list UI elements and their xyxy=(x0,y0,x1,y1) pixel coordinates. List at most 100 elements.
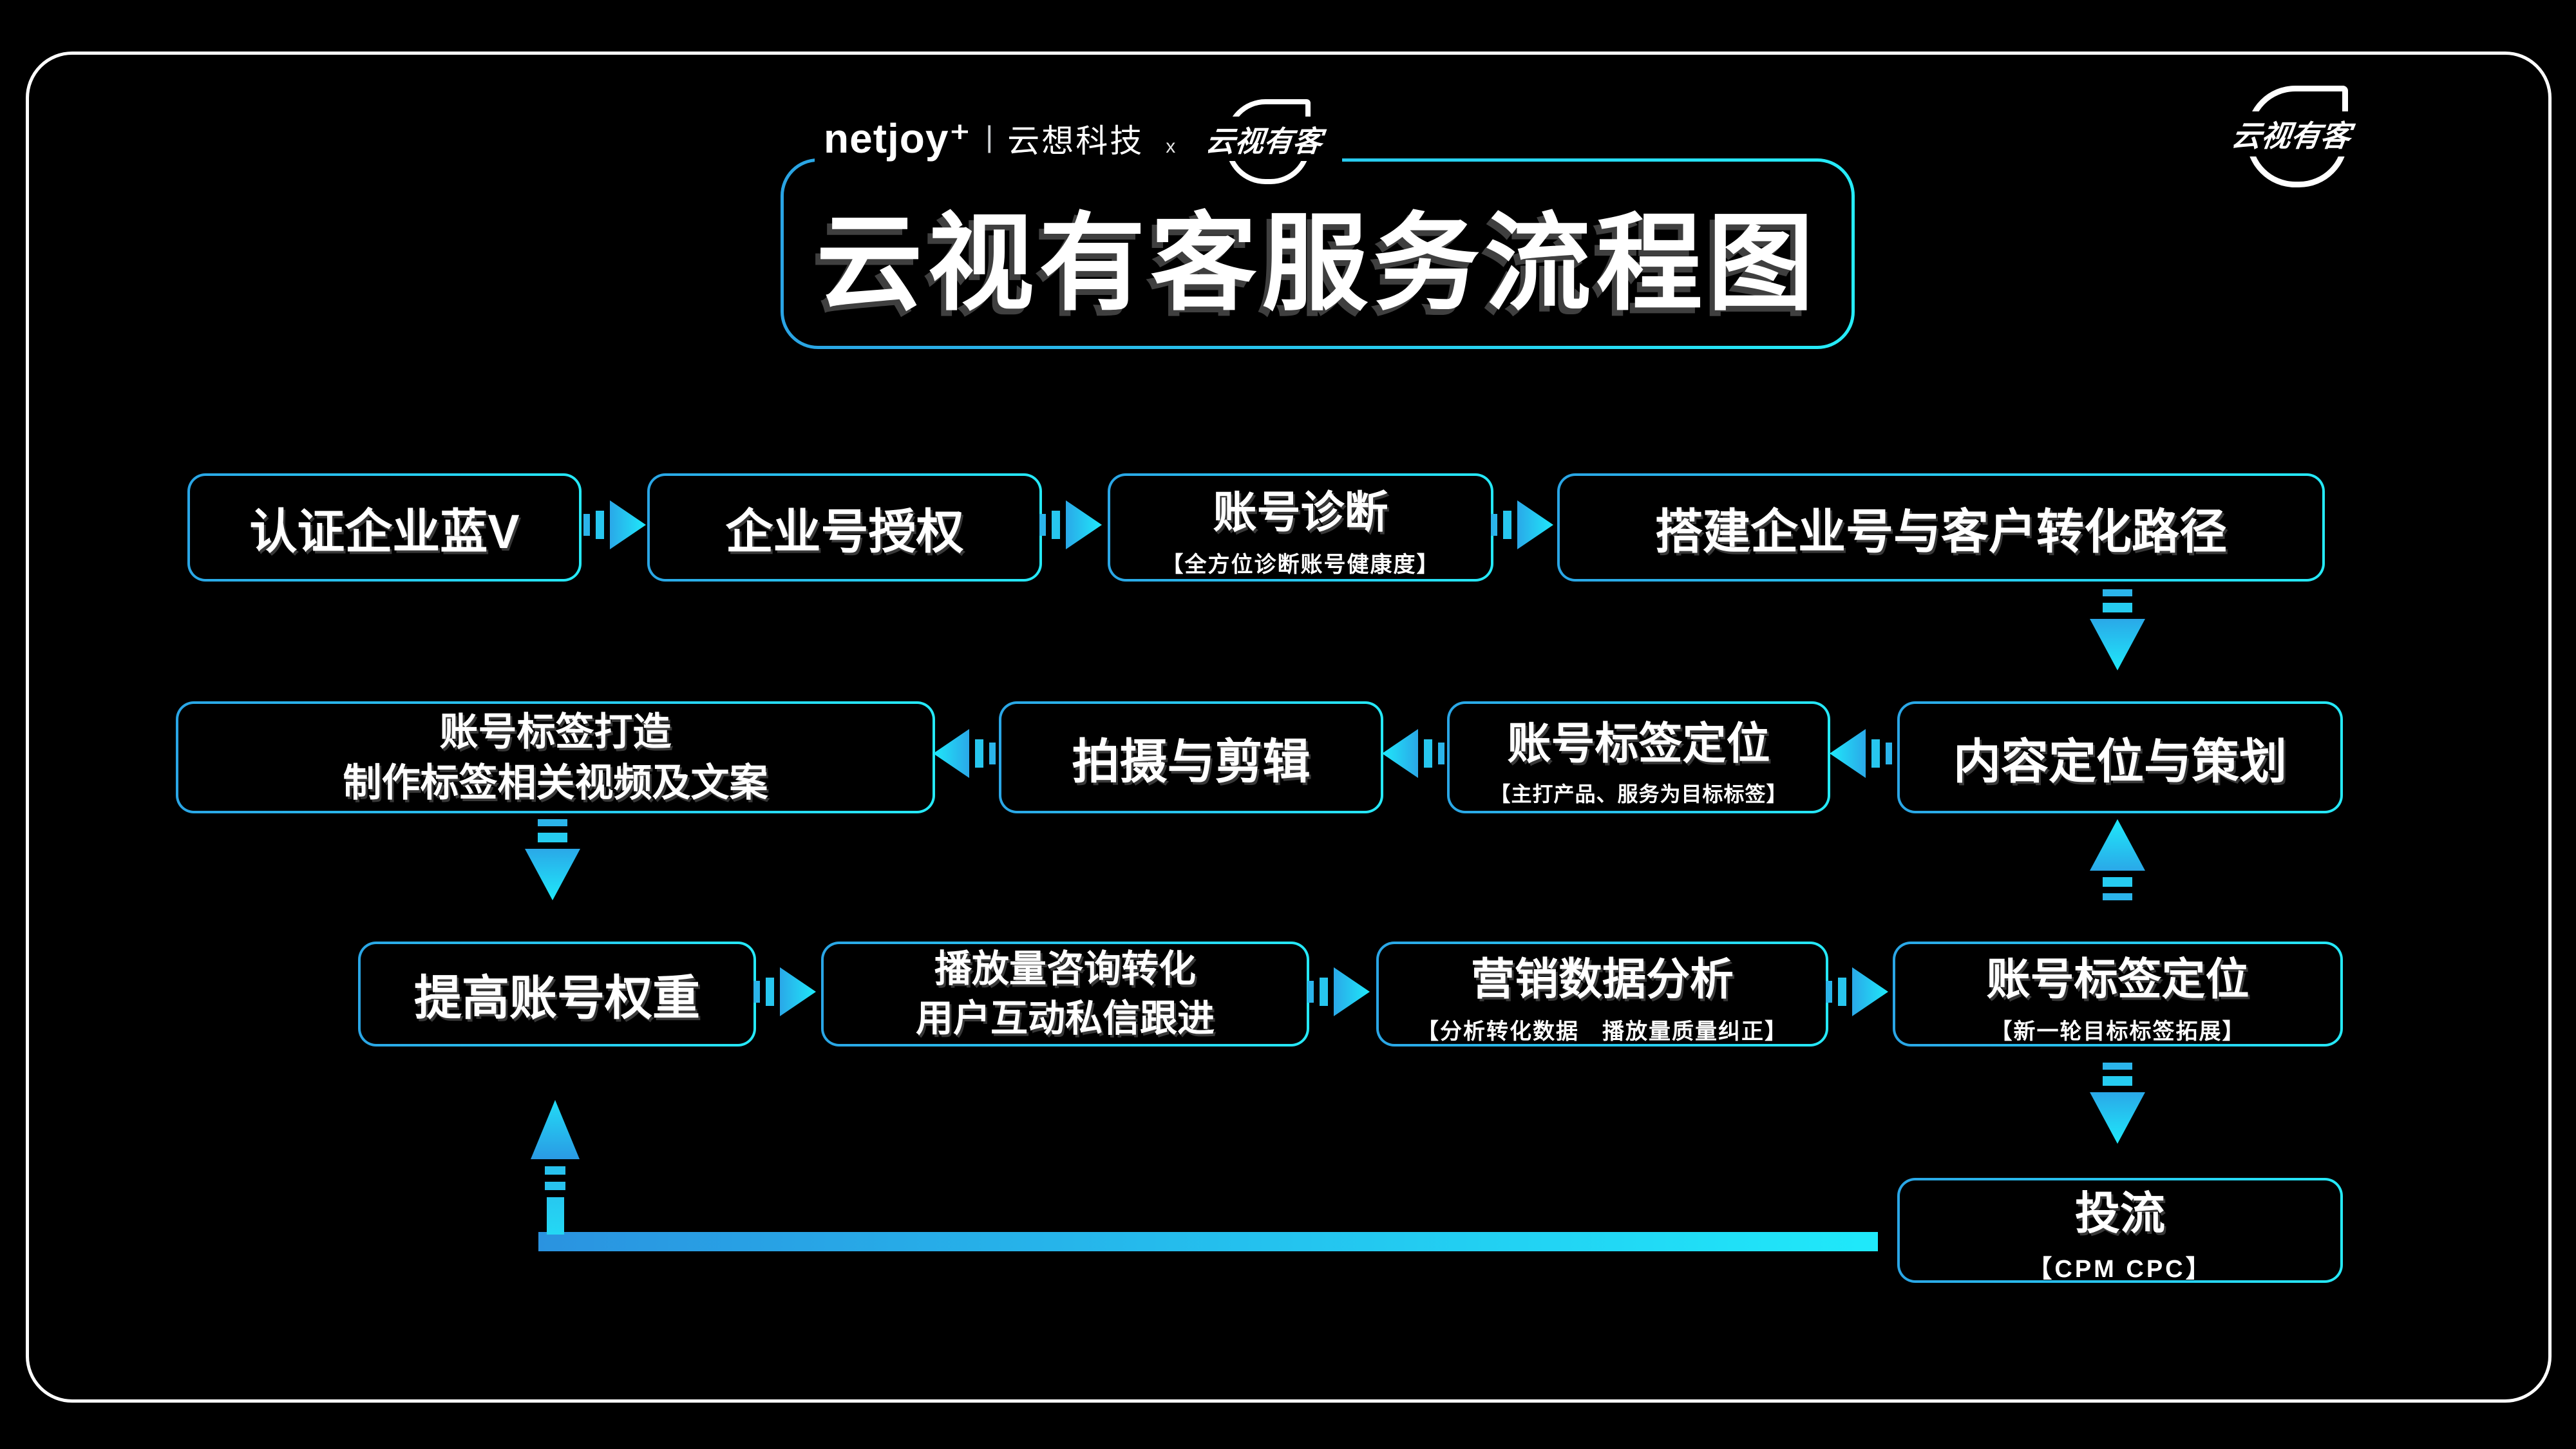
node-subtitle: 【全方位诊断账号健康度】 xyxy=(1161,553,1440,577)
arrow-head xyxy=(525,849,580,900)
corner-logo: 云视有客 xyxy=(2221,80,2362,187)
page-title: 云视有客服务流程图 xyxy=(816,204,1819,323)
feedback-arrow-up-icon xyxy=(531,1100,580,1235)
brand-divider: | xyxy=(985,120,994,153)
arrow-bar xyxy=(1424,739,1432,768)
arrow-bar xyxy=(1491,514,1497,536)
node-label: 拍摄与剪辑 xyxy=(1072,734,1311,788)
brand-lockup: netjoy⁺ | 云想科技 x 云视有客 xyxy=(815,97,1343,184)
node-label: 账号标签定位 xyxy=(1507,719,1770,768)
collab-x-mark: x xyxy=(1166,136,1176,157)
arrow-right-icon xyxy=(1491,500,1553,549)
node-label: 认证企业蓝V xyxy=(249,504,520,558)
arrow-bar xyxy=(1826,981,1832,1003)
arrow-bar xyxy=(1307,981,1314,1003)
node-build-conversion-path: 搭建企业号与客户转化路径 xyxy=(1557,473,2325,582)
arrow-bar xyxy=(1503,511,1511,539)
arrow-left-icon xyxy=(1382,729,1444,778)
arrow-bar xyxy=(2103,603,2132,612)
node-label: 内容定位与策划 xyxy=(1953,734,2287,788)
node-label: 账号标签打造 xyxy=(439,710,672,753)
arrow-bar xyxy=(1438,743,1444,764)
arrow-bar xyxy=(583,514,590,536)
node-label-line2: 制作标签相关视频及文案 xyxy=(343,761,768,804)
node-label: 营销数据分析 xyxy=(1470,954,1734,1004)
arrow-head xyxy=(610,500,646,549)
arrow-bar xyxy=(596,511,604,539)
arrow-down-icon xyxy=(525,819,580,900)
arrow-bar xyxy=(1039,514,1046,536)
node-playcount-conversion: 播放量咨询转化 用户互动私信跟进 xyxy=(821,942,1309,1046)
arrow-head xyxy=(2090,1092,2145,1144)
arrow-left-icon xyxy=(1830,729,1892,778)
node-label: 搭建企业号与客户转化路径 xyxy=(1655,504,2227,558)
node-paid-traffic: 投流 【CPM CPC】 xyxy=(1897,1178,2343,1283)
arrow-right-icon xyxy=(1826,967,1888,1016)
arrow-head xyxy=(2090,819,2145,871)
arrow-bar xyxy=(1871,739,1880,768)
arrow-head xyxy=(933,729,969,778)
arrow-head xyxy=(2090,619,2145,670)
arrow-right-icon xyxy=(1039,500,1102,549)
arrow-bar xyxy=(2103,589,2132,596)
node-raise-account-weight: 提高账号权重 xyxy=(358,942,756,1046)
arrow-bar xyxy=(2103,893,2132,900)
arrow-bar xyxy=(2103,1063,2132,1070)
arrow-up-icon xyxy=(2090,819,2145,900)
outer-frame xyxy=(26,52,2552,1403)
feedback-loop-line xyxy=(538,1232,1878,1251)
arrow-bar xyxy=(753,981,760,1003)
arrow-bar xyxy=(538,833,567,842)
arrow-right-icon xyxy=(583,500,646,549)
arrow-bar xyxy=(1320,978,1328,1006)
node-marketing-data-analysis: 营销数据分析 【分析转化数据 播放量质量纠正】 xyxy=(1376,942,1828,1046)
node-subtitle: 【CPM CPC】 xyxy=(2027,1255,2213,1283)
node-subtitle: 【分析转化数据 播放量质量纠正】 xyxy=(1417,1019,1788,1044)
node-tag-building: 账号标签打造 制作标签相关视频及文案 xyxy=(176,701,935,813)
arrow-bar xyxy=(538,819,567,826)
arrow-bar xyxy=(1886,743,1892,764)
node-tag-positioning: 账号标签定位 【主打产品、服务为目标标签】 xyxy=(1447,701,1830,813)
node-label: 提高账号权重 xyxy=(414,971,700,1025)
arrow-head xyxy=(780,967,816,1016)
arrow-bar xyxy=(1052,511,1060,539)
company-name: 云想科技 xyxy=(1007,123,1144,159)
arrow-left-icon xyxy=(933,729,996,778)
node-label-line2: 用户互动私信跟进 xyxy=(915,997,1215,1039)
netjoy-logo: netjoy⁺ xyxy=(824,115,972,162)
arrow-head xyxy=(1066,500,1102,549)
arrow-down-icon xyxy=(2090,589,2145,670)
arrow-bar xyxy=(1838,978,1846,1006)
corner-logo-label: 云视有客 xyxy=(2225,111,2358,156)
node-subtitle: 【主打产品、服务为目标标签】 xyxy=(1490,782,1788,806)
node-certify-blue-v: 认证企业蓝V xyxy=(187,473,582,582)
node-shoot-edit: 拍摄与剪辑 xyxy=(999,701,1383,813)
node-label: 投流 xyxy=(2075,1188,2165,1238)
arrow-head xyxy=(1830,729,1866,778)
arrow-bar xyxy=(545,1182,565,1190)
arrow-head xyxy=(1334,967,1370,1016)
arrow-bar xyxy=(2103,1076,2132,1086)
arrow-bar xyxy=(989,743,996,764)
arrow-right-icon xyxy=(753,967,816,1016)
title-box: 云视有客服务流程图 xyxy=(781,158,1855,349)
arrow-head xyxy=(531,1100,580,1159)
node-account-authorize: 企业号授权 xyxy=(647,473,1042,582)
arrow-down-icon xyxy=(2090,1063,2145,1144)
arrow-tail xyxy=(546,1197,564,1235)
node-content-planning: 内容定位与策划 xyxy=(1897,701,2343,813)
arrow-head xyxy=(1852,967,1888,1016)
node-label: 播放量咨询转化 xyxy=(934,947,1196,990)
yunshi-badge: 云视有客 xyxy=(1195,97,1333,184)
node-subtitle: 【新一轮目标标签拓展】 xyxy=(1990,1019,2246,1044)
arrow-right-icon xyxy=(1307,967,1370,1016)
arrow-bar xyxy=(766,978,774,1006)
arrow-bar xyxy=(975,739,983,768)
arrow-bar xyxy=(545,1166,565,1175)
node-tag-positioning-round2: 账号标签定位 【新一轮目标标签拓展】 xyxy=(1893,942,2343,1046)
arrow-bar xyxy=(2103,877,2132,887)
arrow-head xyxy=(1517,500,1553,549)
yunshi-badge-label: 云视有客 xyxy=(1201,116,1327,161)
node-label: 账号诊断 xyxy=(1213,488,1388,537)
